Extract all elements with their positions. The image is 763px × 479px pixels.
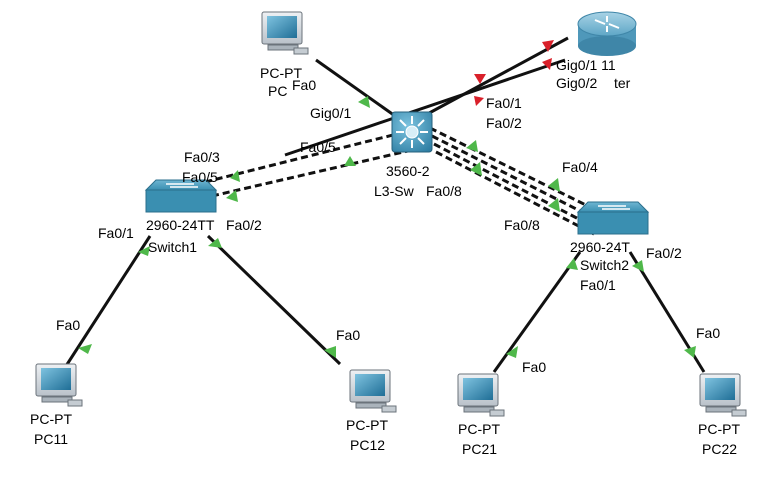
device-type-label: 2960-24T — [570, 239, 630, 255]
link-sw1-pc11[interactable] — [64, 235, 152, 367]
link-down-icon — [474, 74, 486, 84]
port-label: Fa0 — [336, 327, 360, 343]
switch-icon — [144, 179, 218, 213]
link-sw1-l3-b[interactable] — [211, 148, 413, 198]
device-name-label: Switch2 — [580, 257, 629, 273]
switch-icon — [576, 201, 650, 235]
port-label: Gig0/2 — [556, 75, 597, 91]
device-switch1[interactable] — [144, 179, 218, 213]
device-labels: PC-PT PC Gig0/1 11 ter 3560-2 L3-Sw 2960… — [30, 57, 740, 457]
port-label: Fa0/3 — [184, 149, 220, 165]
pc-icon — [349, 369, 397, 413]
pc-icon — [699, 373, 747, 417]
port-label: Fa0 — [56, 317, 80, 333]
device-router[interactable] — [577, 11, 637, 56]
link-l3-sw2-d[interactable] — [435, 150, 595, 236]
link-down-icon — [542, 40, 554, 52]
link-l3-sw2-c[interactable] — [433, 142, 597, 230]
port-label: Fa0/2 — [646, 245, 682, 261]
link-sw1-pc12[interactable] — [206, 234, 342, 366]
port-label: Fa0/8 — [504, 217, 540, 233]
device-type-label: PC-PT — [260, 65, 302, 81]
device-name-label: ter — [614, 75, 631, 91]
link-up-icon — [226, 190, 238, 202]
device-pc22[interactable] — [699, 373, 747, 417]
port-label: Fa0/8 — [426, 183, 462, 199]
link-up-icon — [466, 140, 478, 152]
router-icon — [577, 11, 637, 56]
device-name-label: PC — [268, 83, 287, 99]
link-down-icon — [542, 58, 552, 70]
device-name-label: L3-Sw — [374, 183, 415, 199]
pc-icon — [457, 373, 505, 417]
port-label: Fa0/2 — [486, 115, 522, 131]
device-l3-switch[interactable] — [391, 111, 433, 153]
port-label: Fa0/5 — [300, 139, 336, 155]
device-type-label: PC-PT — [458, 421, 500, 437]
link-up-icon — [548, 178, 560, 192]
port-label: Gig0/1 — [310, 105, 351, 121]
link-l3-router-gig02[interactable] — [284, 58, 566, 157]
link-up-icon — [138, 246, 150, 256]
port-labels: Fa0 Gig0/1 Fa0/5 Fa0/1 Fa0/2 Fa0/8 Gig0/… — [56, 75, 720, 375]
port-label: Fa0/5 — [182, 169, 218, 185]
link-up-icon — [78, 344, 92, 354]
link-up-icon — [548, 198, 560, 212]
device-name-label: PC11 — [34, 431, 68, 447]
device-switch2[interactable] — [576, 201, 650, 235]
device-type-label: 2960-24TT — [146, 217, 215, 233]
port-label: Fa0/1 — [98, 225, 134, 241]
link-sw2-pc21[interactable] — [492, 251, 582, 373]
device-name-label: PC21 — [462, 441, 497, 457]
port-label: Fa0 — [292, 77, 316, 93]
device-pc-top[interactable] — [261, 11, 309, 55]
port-label: Fa0 — [696, 325, 720, 341]
pc-icon — [261, 11, 309, 55]
device-type-label: PC-PT — [698, 421, 740, 437]
device-type-label: Gig0/1 11 — [556, 57, 616, 73]
link-l3-router-gig01[interactable] — [419, 36, 569, 120]
port-label: Fa0/2 — [226, 217, 262, 233]
link-up-icon — [344, 156, 356, 166]
link-l3-sw2-b[interactable] — [431, 134, 599, 222]
device-name-label: PC12 — [350, 437, 385, 453]
device-pc12[interactable] — [349, 369, 397, 413]
device-type-label: PC-PT — [30, 411, 72, 427]
link-up-icon — [208, 238, 222, 248]
port-label: Fa0/4 — [562, 159, 598, 175]
device-name-label: Switch1 — [148, 239, 197, 255]
link-l3-sw2-a[interactable] — [429, 126, 601, 214]
link-up-icon — [470, 162, 482, 176]
device-pc11[interactable] — [35, 363, 83, 407]
link-pctop-l3[interactable] — [315, 58, 399, 120]
port-label: Fa0/1 — [486, 95, 522, 111]
link-down-icon — [474, 96, 484, 106]
pc-icon — [35, 363, 83, 407]
link-up-icon — [358, 96, 370, 108]
link-up-icon — [566, 258, 578, 270]
port-label: Fa0 — [522, 359, 546, 375]
link-up-icon — [324, 346, 336, 358]
link-up-icon — [230, 170, 240, 182]
link-up-icon — [632, 260, 644, 272]
device-type-label: 3560-2 — [386, 163, 430, 179]
device-pc21[interactable] — [457, 373, 505, 417]
multilayer-switch-icon — [391, 111, 433, 153]
link-status-markers — [78, 40, 696, 358]
port-label: Fa0/1 — [580, 277, 616, 293]
device-type-label: PC-PT — [346, 417, 388, 433]
device-name-label: PC22 — [702, 441, 737, 457]
link-up-icon — [684, 346, 696, 358]
link-up-icon — [506, 346, 518, 358]
